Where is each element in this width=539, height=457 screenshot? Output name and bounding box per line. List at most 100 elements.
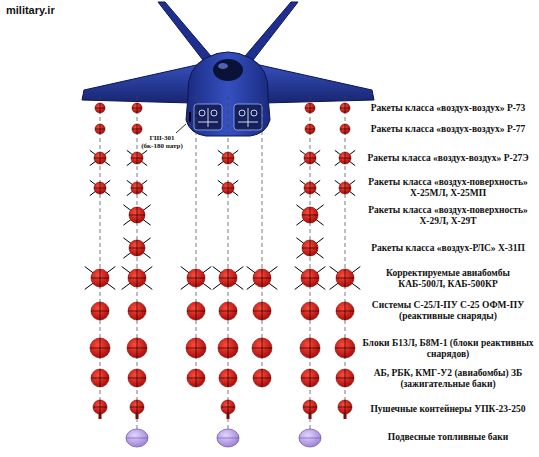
weapon-symbol [219, 302, 237, 320]
weapon-symbol [218, 338, 238, 358]
weapon-fin [181, 267, 212, 290]
weapon-symbol [335, 338, 355, 358]
weapon-cross [310, 182, 311, 194]
row-label: Ракеты класса «воздух-РЛС» Х-31П [360, 243, 536, 254]
weapon-cross [228, 182, 229, 194]
weapon-symbol [302, 207, 318, 223]
row-label: Ракеты класса «воздух-воздух» Р-77 [360, 124, 536, 135]
weapon-fin [335, 150, 355, 165]
weapon-cross [137, 302, 138, 320]
row-label: Ракеты класса «воздух-поверхность» Х-25М… [360, 177, 536, 199]
fuel-tank-symbol [217, 429, 239, 447]
weapon-fin [295, 267, 326, 290]
row-label: Ракеты класса «воздух-воздух» Р-27Э [360, 153, 536, 164]
weapon-cross [137, 207, 138, 223]
weapon-symbol [253, 269, 271, 287]
weapon-cross [310, 302, 311, 320]
weapon-symbol [305, 124, 315, 134]
weapon-fin [123, 238, 150, 258]
weapon-fin [85, 267, 116, 290]
weapon-cross [310, 124, 311, 134]
weapon-symbol [219, 369, 237, 387]
fuel-tank-symbol [126, 429, 148, 447]
weapon-fin [218, 150, 238, 165]
weapon-cross [137, 124, 138, 134]
weapon-fin [295, 267, 326, 290]
weapon-fin [296, 205, 323, 225]
weapon-cross [100, 400, 101, 414]
weapon-cross [137, 182, 138, 194]
row-label: Ракеты класса «воздух-поверхность» Х-29Л… [360, 205, 536, 227]
row-label: Ракеты класса «воздух-воздух» Р-73 [360, 103, 536, 114]
weapon-fin [90, 180, 110, 195]
weapon-symbol [95, 124, 105, 134]
weapon-cross [228, 369, 229, 387]
weapon-cross [228, 152, 229, 164]
weapon-fin [90, 150, 110, 165]
weapon-symbol [301, 269, 319, 287]
weapon-cross [100, 182, 101, 194]
row-label: АБ, РБК, КМГ-У2 (авиабомбы) ЗБ (зажигате… [362, 368, 534, 390]
weapon-symbol [132, 124, 142, 134]
row-label: Подвесные топливные баки [362, 432, 534, 443]
weapon-fin [335, 180, 355, 195]
weapon-cross [137, 338, 138, 358]
weapon-symbol [340, 124, 350, 134]
weapon-cross [310, 369, 311, 387]
weapon-fin [90, 180, 110, 195]
weapon-fin [123, 238, 150, 258]
weapon-symbol [302, 240, 318, 256]
weapon-cross [137, 240, 138, 256]
fuel-tank-symbol [299, 438, 321, 439]
row-label: Системы С-25Л-ПУ С-25 ОФМ-ПУ (реактивные… [362, 300, 534, 322]
weapon-symbol [187, 302, 205, 320]
weapon-symbol [93, 400, 107, 414]
weapon-symbol [219, 269, 237, 287]
weapon-fin [85, 267, 116, 290]
weapon-cross [345, 182, 346, 194]
weapon-symbol [339, 182, 351, 194]
weapon-fin [127, 150, 147, 165]
weapon-symbol [187, 369, 205, 387]
weapon-symbol [131, 182, 143, 194]
weapon-symbol [94, 182, 106, 194]
watermark: military.ir [6, 4, 96, 17]
weapon-fin [123, 205, 150, 225]
callout-label: ГШ-301 (бк-180 патр) [140, 134, 184, 150]
row-label: Пушечные контейнеры УПК-23-250 [362, 404, 534, 415]
weapon-symbol [252, 338, 272, 358]
fuel-tank-symbol [126, 438, 148, 439]
weapon-symbol [131, 152, 143, 164]
weapon-symbol [253, 302, 271, 320]
weapon-symbol [128, 269, 146, 287]
weapon-symbol [336, 369, 354, 387]
weapon-symbol [336, 269, 354, 287]
weapon-symbol [338, 400, 352, 414]
weapon-fin [213, 267, 244, 290]
weapon-fin [330, 267, 361, 290]
weapon-symbol [91, 269, 109, 287]
weapon-fin [127, 150, 147, 165]
weapon-cross [345, 400, 346, 414]
weapon-fin [296, 238, 323, 258]
weapon-fin [123, 205, 150, 225]
weapon-cross [345, 124, 346, 134]
weapon-cross [196, 269, 197, 287]
weapon-cross [100, 369, 101, 387]
weapon-cross [137, 400, 138, 414]
weapon-fin [122, 267, 153, 290]
weapon-cross [100, 103, 101, 113]
weapon-symbol [305, 103, 315, 113]
weapon-cross [345, 302, 346, 320]
weapon-fin [300, 150, 320, 165]
weapon-symbol [301, 369, 319, 387]
weapon-cross [228, 400, 229, 414]
weapon-cross [262, 369, 263, 387]
row-label: Корректируемые авиабомбы КАБ-500Л, КАБ-5… [362, 268, 534, 290]
weapon-cross [137, 103, 138, 113]
weapon-symbol [128, 302, 146, 320]
weapon-cross [262, 302, 263, 320]
weapon-cross [137, 152, 138, 164]
fuel-tank-symbol [299, 429, 321, 447]
